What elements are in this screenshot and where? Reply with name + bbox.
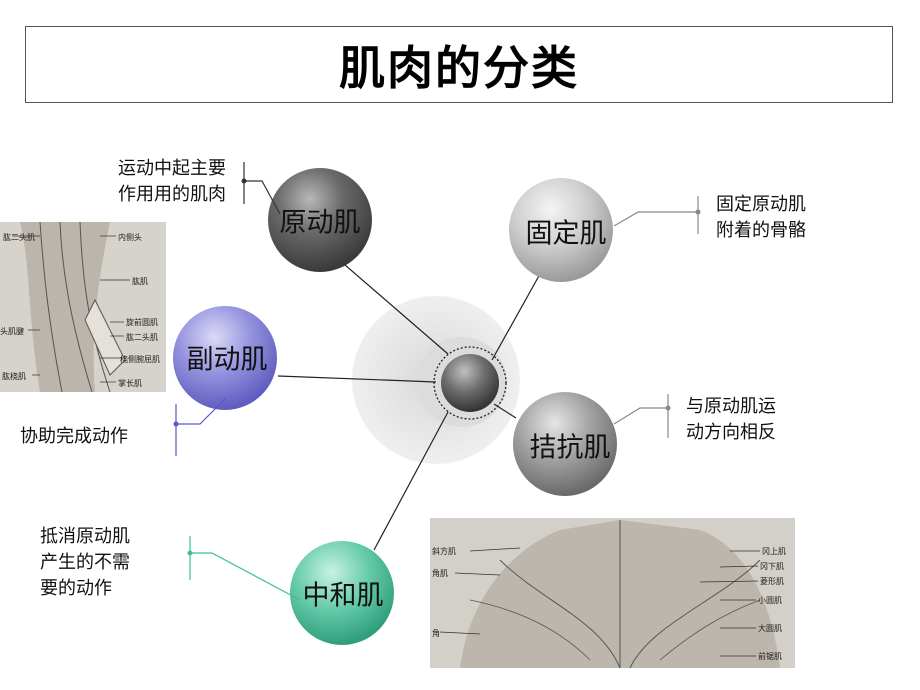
back-label-6: 小圆肌 — [758, 596, 782, 605]
arm-label-1: 肱二头肌 — [3, 232, 35, 242]
connector-prime — [329, 251, 449, 355]
title-box: 肌肉的分类 — [25, 26, 893, 103]
back-label-5: 菱形肌 — [760, 576, 784, 586]
arm-label-5: 肱二头肌 — [126, 332, 158, 342]
back-label-2: 冈上肌 — [762, 547, 786, 556]
callout-lines — [173, 162, 701, 601]
neutralizer-sphere — [290, 541, 394, 645]
desc-antagonist: 与原动肌运 动方向相反 — [686, 396, 776, 443]
node-synergist-label: 副动肌 — [186, 344, 268, 376]
back-label-8: 角 — [432, 628, 440, 638]
arm-label-4: 旋前圆肌 — [126, 317, 158, 327]
node-neutralizer-label: 中和肌 — [302, 580, 384, 612]
fixator-callout — [613, 211, 698, 227]
neutralizer-callout — [190, 552, 301, 601]
back-label-1: 斜方肌 — [432, 546, 456, 556]
arm-label-3: 肱肌 — [132, 276, 148, 286]
arm-label-7: 桡侧腕屈肌 — [120, 354, 160, 364]
desc-synergist: 协助完成动作 — [20, 426, 128, 447]
prime-callout — [244, 180, 281, 215]
synergist-callout — [176, 397, 227, 425]
antagonist-callout — [613, 407, 668, 425]
center-sphere — [441, 354, 499, 412]
back-label-4: 冈下肌 — [760, 562, 784, 571]
prime-sphere — [268, 168, 372, 272]
desc-prime: 运动中起主要 作用用的肌肉 — [118, 158, 226, 205]
arm-label-9: 掌长肌 — [118, 378, 142, 388]
node-prime-label: 原动肌 — [279, 207, 361, 239]
antagonist-sphere — [513, 392, 617, 496]
arm-label-2: 内侧头 — [118, 232, 142, 242]
back-label-3: 角肌 — [432, 568, 448, 578]
node-fixator-label: 固定肌 — [525, 218, 607, 250]
desc-neutralizer: 抵消原动肌 产生的不需 要的动作 — [40, 526, 130, 599]
fixator-sphere — [509, 178, 613, 282]
page-title: 肌肉的分类 — [339, 40, 579, 95]
arm-label-8: 肱桡肌 — [2, 371, 26, 381]
back-label-9: 前锯肌 — [758, 651, 782, 661]
connector-fixator — [491, 273, 541, 361]
back-anatomy-photo: 斜方肌 冈上肌 角肌 冈下肌 菱形肌 小圆肌 大圆肌 角 前锯肌 — [430, 518, 795, 669]
arm-label-6: 头肌腱 — [0, 326, 24, 336]
back-label-7: 大圆肌 — [758, 623, 782, 633]
connector-lines — [277, 251, 541, 551]
desc-fixator: 固定原动肌 附着的骨骼 — [716, 194, 806, 241]
synergist-sphere — [173, 306, 277, 410]
connector-synergist — [277, 375, 437, 383]
arm-anatomy-photo: 肱二头肌 内侧头 肱肌 旋前圆肌 肱二头肌 头肌腱 桡侧腕屈肌 肱桡肌 掌长肌 — [0, 221, 166, 393]
center-dotted-ring — [433, 346, 507, 420]
node-antagonist-label: 拮抗肌 — [529, 432, 611, 464]
connector-neutralizer — [373, 411, 449, 551]
